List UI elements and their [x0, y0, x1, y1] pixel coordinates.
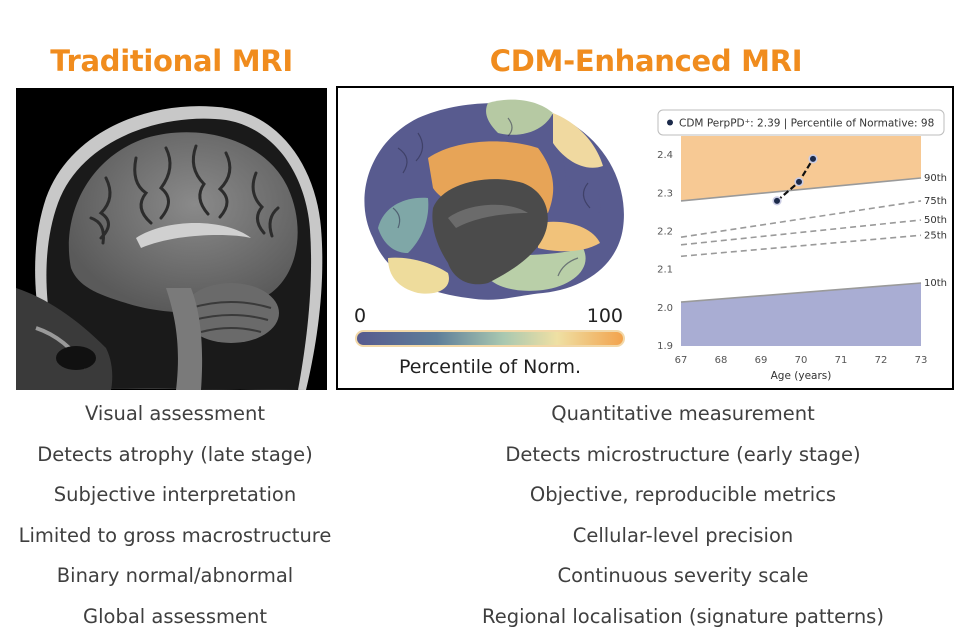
y-tick-label: 2.2 — [657, 226, 673, 237]
x-tick-label: 70 — [795, 355, 808, 366]
list-item: Limited to gross macrostructure — [18, 523, 332, 547]
cdm-figure: 0 100 Percentile of Norm. CDM PerpPD⁺: 2… — [354, 99, 947, 382]
list-item: Continuous severity scale — [557, 564, 809, 588]
cdm-features-list: Quantitative measurement Detects microst… — [470, 400, 896, 644]
y-tick-label: 2.1 — [657, 265, 673, 276]
brain-percentile-map — [364, 99, 624, 300]
y-tick-label: 2.0 — [657, 303, 673, 314]
percentile-line-10th — [680, 282, 922, 303]
percentile-line-25th — [680, 234, 922, 258]
chart-x-axis-label: Age (years) — [771, 370, 832, 382]
mri-sagittal-scan — [16, 88, 327, 390]
list-item: Cellular-level precision — [572, 523, 794, 547]
series-point — [772, 196, 782, 206]
y-tick-label: 1.9 — [657, 341, 673, 352]
series-point — [808, 154, 818, 164]
x-tick-label: 67 — [675, 355, 688, 366]
percentile-label-25th: 25th — [924, 230, 947, 241]
list-item: Visual assessment — [85, 402, 265, 425]
cdm-enhanced-mri-title: CDM-Enhanced MRI — [489, 44, 803, 78]
percentile-label-10th: 10th — [924, 278, 947, 289]
y-tick-label: 2.3 — [657, 188, 673, 199]
colorbar-max-label: 100 — [587, 305, 623, 327]
series-point — [794, 177, 804, 187]
colorbar-label: Percentile of Norm. — [399, 356, 581, 378]
chart-legend-text: CDM PerpPD⁺: 2.39 | Percentile of Normat… — [679, 118, 934, 130]
list-item: Binary normal/abnormal — [56, 564, 294, 588]
chart-legend-box — [657, 109, 945, 136]
list-item: Quantitative measurement — [551, 402, 815, 425]
x-tick-label: 71 — [835, 355, 848, 366]
list-item: Detects microstructure (early stage) — [505, 442, 861, 466]
list-item: Detects atrophy (late stage) — [37, 442, 313, 466]
lower-percentile-band — [681, 283, 921, 346]
x-tick-label: 73 — [915, 355, 928, 366]
legend-marker — [667, 119, 673, 126]
traditional-mri-image — [16, 88, 327, 390]
cdm-enhanced-panel: 0 100 Percentile of Norm. CDM PerpPD⁺: 2… — [336, 86, 954, 390]
percentile-line-75th — [680, 200, 922, 238]
percentile-line-50th — [680, 219, 922, 246]
list-item: Subjective interpretation — [53, 483, 297, 507]
x-tick-label: 69 — [755, 355, 768, 366]
x-tick-label: 72 — [875, 355, 888, 366]
percentile-line-90th — [680, 177, 922, 202]
list-item: Global assessment — [83, 604, 267, 628]
list-item: Objective, reproducible metrics — [529, 483, 837, 507]
percentile-trajectory-chart: CDM PerpPD⁺: 2.39 | Percentile of Normat… — [657, 109, 947, 382]
colorbar — [355, 330, 625, 347]
traditional-features-list: Visual assessment Detects atrophy (late … — [10, 400, 340, 644]
colorbar-min-label: 0 — [354, 305, 366, 327]
list-item: Regional localisation (signature pattern… — [482, 604, 884, 628]
percentile-label-90th: 90th — [924, 173, 947, 184]
percentile-label-75th: 75th — [924, 196, 947, 207]
traditional-mri-title: Traditional MRI — [50, 44, 293, 78]
x-tick-label: 68 — [715, 355, 728, 366]
y-tick-label: 2.4 — [657, 150, 673, 161]
percentile-label-50th: 50th — [924, 215, 947, 226]
upper-percentile-band — [681, 136, 921, 201]
